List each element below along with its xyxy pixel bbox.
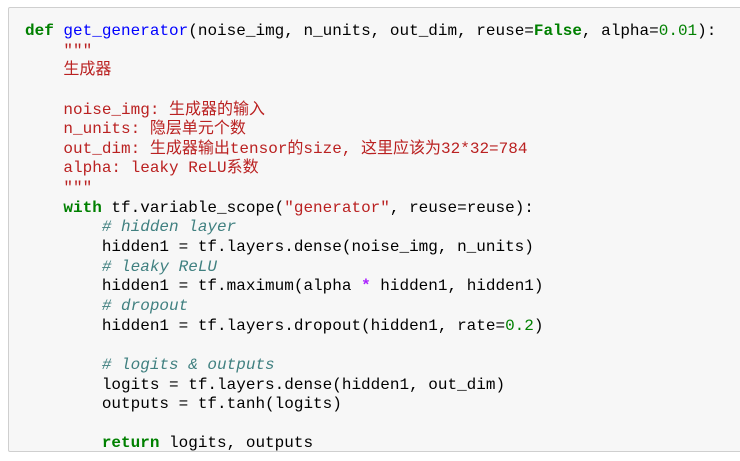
code-token: [25, 120, 63, 138]
code-line: def get_generator(noise_img, n_units, ou…: [25, 22, 716, 42]
code-token: 0.01: [658, 22, 698, 40]
code-token: *: [361, 277, 371, 296]
code-token: [25, 199, 63, 217]
code-token: hidden1 = tf.layers.dropout(hidden1, rat…: [25, 316, 506, 335]
code-token: [25, 61, 63, 79]
code-token: [25, 218, 102, 236]
code-editor[interactable]: def get_generator(noise_img, n_units, ou…: [25, 22, 716, 454]
code-token: 0.2: [505, 316, 534, 335]
code-token: # dropout: [101, 296, 189, 315]
code-token: # logits & outputs: [101, 355, 275, 374]
code-token: [25, 159, 63, 177]
code-token: with: [63, 198, 102, 217]
code-line: [25, 81, 716, 101]
code-token: [25, 101, 63, 119]
code-token: out_dim: 生成器输出tensor的size, 这里应该为32*32=78…: [63, 139, 528, 158]
code-line: # logits & outputs: [25, 356, 716, 376]
code-token: [25, 356, 102, 374]
code-line: alpha: leaky ReLU系数: [25, 159, 716, 179]
code-line: [25, 415, 716, 435]
code-line: # leaky ReLU: [25, 258, 716, 278]
code-token: [54, 22, 64, 40]
code-token: # hidden layer: [101, 218, 237, 237]
code-token: [25, 179, 63, 197]
code-token: [25, 140, 63, 158]
code-line: return logits, outputs: [25, 434, 716, 454]
code-line: noise_img: 生成器的输入: [25, 101, 716, 121]
code-token: hidden1 = tf.layers.dense(noise_img, n_u…: [25, 238, 534, 257]
code-line: outputs = tf.tanh(logits): [25, 395, 716, 415]
code-line: """: [25, 42, 716, 62]
code-token: alpha: leaky ReLU系数: [63, 159, 259, 178]
code-line: # dropout: [25, 297, 716, 317]
code-token: """: [63, 179, 93, 198]
code-line: n_units: 隐层单元个数: [25, 120, 716, 140]
code-line: logits = tf.layers.dense(hidden1, out_di…: [25, 376, 716, 396]
code-token: def: [25, 22, 54, 40]
code-line: out_dim: 生成器输出tensor的size, 这里应该为32*32=78…: [25, 140, 716, 160]
code-line: hidden1 = tf.maximum(alpha * hidden1, hi…: [25, 277, 716, 297]
code-token: [25, 434, 102, 452]
code-token: """: [63, 41, 93, 60]
code-token: (noise_img, n_units, out_dim, reuse=: [188, 22, 534, 40]
code-token: n_units: 隐层单元个数: [63, 120, 246, 139]
code-token: noise_img: 生成器的输入: [63, 100, 266, 119]
code-line: hidden1 = tf.layers.dropout(hidden1, rat…: [25, 317, 716, 337]
code-token: False: [533, 22, 582, 40]
code-token: # leaky ReLU: [101, 257, 218, 276]
code-token: ):: [697, 22, 717, 40]
code-token: outputs = tf.tanh(logits): [25, 395, 342, 414]
code-line: """: [25, 179, 716, 199]
code-token: [25, 258, 102, 276]
code-line: # hidden layer: [25, 218, 716, 238]
code-cell[interactable]: def get_generator(noise_img, n_units, ou…: [8, 7, 740, 452]
code-line: with tf.variable_scope("generator", reus…: [25, 199, 716, 219]
code-token: get_generator: [63, 22, 189, 40]
code-token: 生成器: [63, 61, 112, 80]
code-line: hidden1 = tf.layers.dense(noise_img, n_u…: [25, 238, 716, 258]
code-token: "generator": [284, 198, 390, 217]
code-token: hidden1 = tf.maximum(alpha: [25, 277, 362, 296]
code-token: logits, outputs: [159, 434, 314, 453]
code-token: , alpha=: [581, 22, 659, 40]
code-token: tf.variable_scope(: [101, 198, 285, 217]
code-line: 生成器: [25, 61, 716, 81]
code-line: [25, 336, 716, 356]
code-token: [25, 297, 102, 315]
code-token: , reuse=reuse):: [389, 198, 534, 217]
code-token: [25, 42, 63, 60]
code-token: return: [101, 434, 160, 453]
code-token: hidden1, hidden1): [370, 277, 544, 296]
code-token: ): [533, 316, 544, 335]
code-token: logits = tf.layers.dense(hidden1, out_di…: [25, 375, 506, 394]
